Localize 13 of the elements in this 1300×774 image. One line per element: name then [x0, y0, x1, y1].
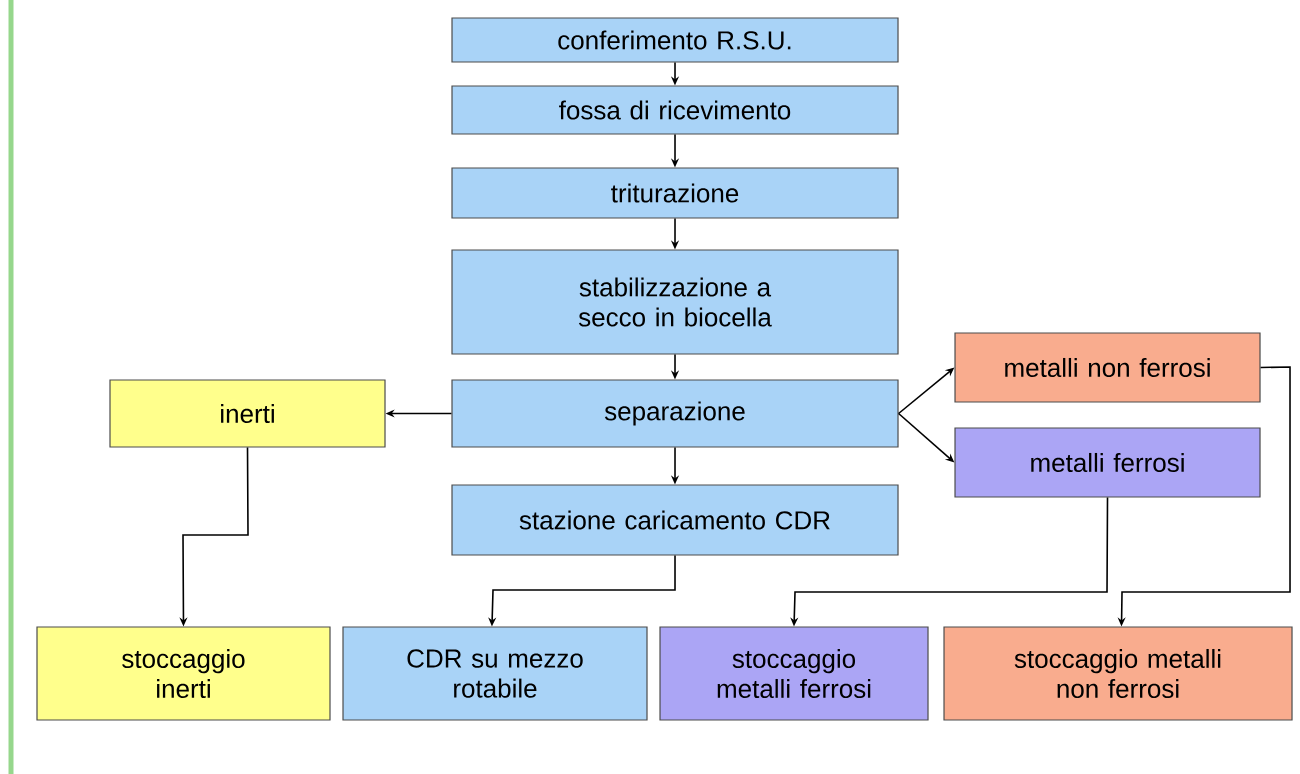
process-box: conferimento R.S.U.	[451, 17, 899, 63]
process-box: metalli non ferrosi	[954, 332, 1261, 403]
process-box: CDR su mezzo rotabile	[342, 626, 648, 721]
process-box: stabilizzazione a secco in biocella	[451, 249, 899, 355]
process-box: metalli ferrosi	[954, 427, 1261, 498]
process-box: stoccaggio metalli non ferrosi	[943, 626, 1293, 721]
process-box: stazione caricamento CDR	[451, 484, 899, 556]
process-box: stoccaggio inerti	[36, 626, 331, 721]
process-box: stoccaggio metalli ferrosi	[659, 626, 929, 721]
process-box: separazione	[451, 379, 899, 448]
process-box: fossa di ricevimento	[451, 85, 899, 135]
process-box: triturazione	[451, 167, 899, 219]
process-box: inerti	[109, 379, 386, 448]
